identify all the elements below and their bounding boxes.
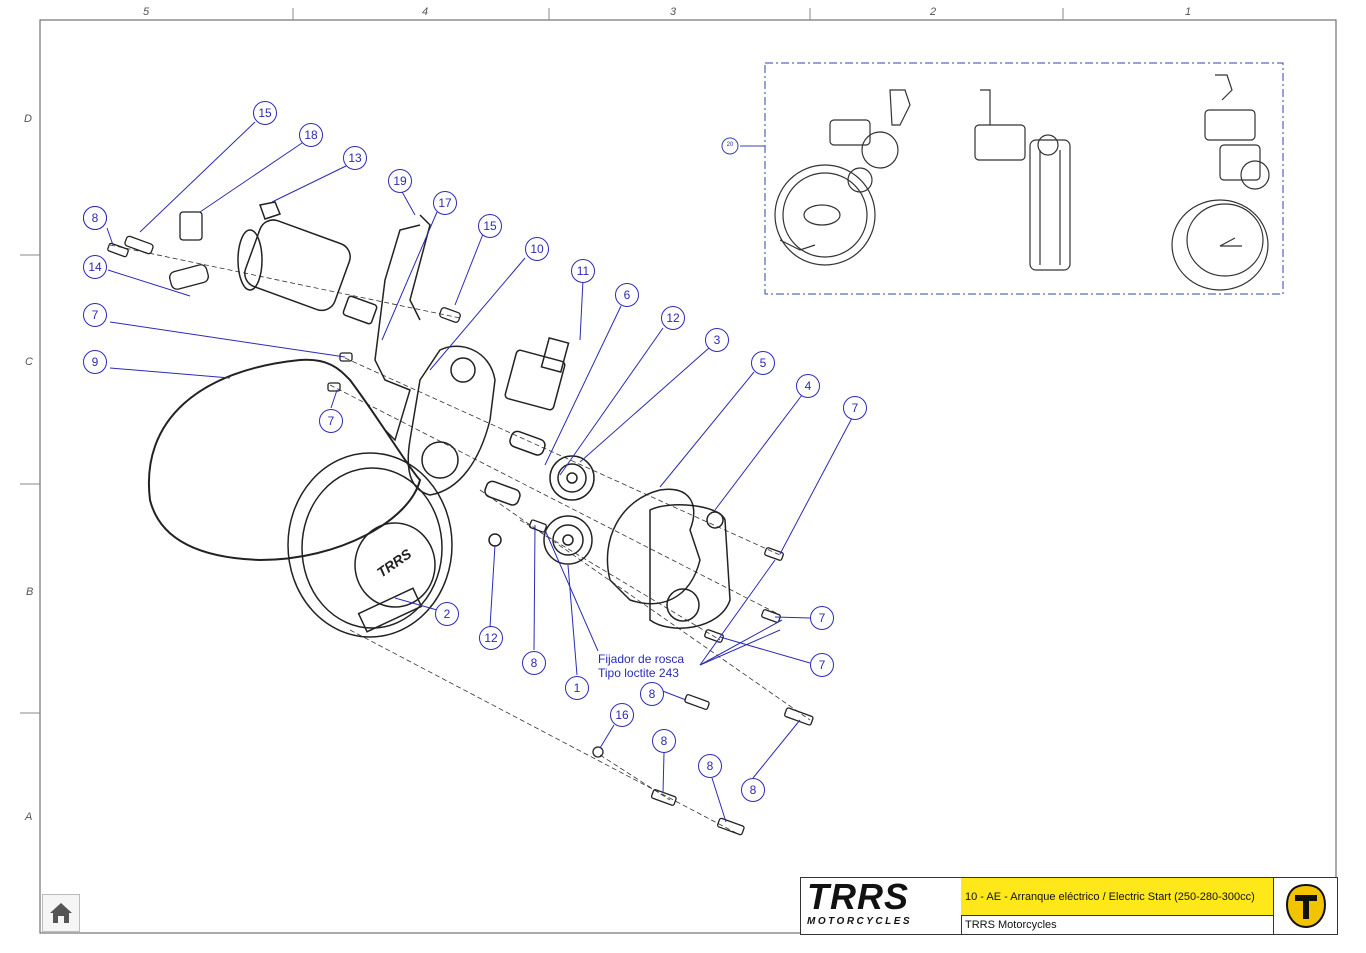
home-icon: [50, 903, 72, 923]
part-bracket: [374, 224, 421, 442]
part-starter-motor: [237, 201, 378, 325]
drawing-border: [39, 19, 1337, 934]
logo-subtitle: MOTORCYCLES: [807, 916, 913, 927]
callout-bubble: 17: [433, 191, 457, 215]
callout-bubble: 18: [299, 123, 323, 147]
callout-bubble: 2: [435, 602, 459, 626]
callout-bubble: 8: [640, 682, 664, 706]
column-label-5: 5: [143, 6, 150, 18]
callout-bubble: 8: [652, 729, 676, 753]
callout-bubble: 8: [741, 778, 765, 802]
callout-bubble: 12: [661, 306, 685, 330]
drawing-title: 10 - AE - Arranque eléctrico / Electric …: [961, 878, 1273, 916]
callout-bubble: 7: [810, 606, 834, 630]
part-bolts: [107, 235, 814, 836]
callout-bubble: 7: [319, 409, 343, 433]
note-line-1: Fijador de rosca: [598, 652, 685, 666]
part-outer-cover: [649, 504, 731, 629]
title-block: TRRS MOTORCYCLES 10 - AE - Arranque eléc…: [800, 876, 1338, 935]
callout-bubble: 7: [810, 653, 834, 677]
callout-bubble: 7: [83, 303, 107, 327]
callout-bubble: 6: [615, 283, 639, 307]
zone-ticks: [20, 8, 1064, 714]
part-gears: [543, 455, 595, 565]
detail-assembly-iso: [1171, 74, 1270, 291]
callout-leaders: [106, 121, 853, 823]
thread-locker-note: Fijador de rosca Tipo loctite 243: [598, 652, 684, 680]
detail-callout-label: 20: [726, 142, 734, 148]
part-small-brackets: [169, 211, 209, 290]
logo-wordmark: TRRS: [807, 876, 909, 917]
assembly-lines: [109, 244, 811, 836]
part-inner-housing: [407, 345, 496, 496]
callout-bubble: 15: [478, 214, 502, 238]
part-relay: [504, 337, 570, 411]
column-label-2: 2: [930, 6, 937, 18]
part-gasket: [147, 358, 422, 562]
detail-callout-20: [721, 137, 739, 155]
row-label-C: C: [25, 356, 33, 368]
trrs-badge-icon: [1285, 883, 1327, 929]
callout-bubble: 16: [610, 703, 634, 727]
part-cover: [287, 452, 453, 638]
trrs-badge: [1273, 878, 1338, 934]
callout-bubble: 5: [751, 351, 775, 375]
callout-bubble: 14: [83, 255, 107, 279]
callout-bubble: 10: [525, 237, 549, 261]
callout-bubble: 3: [705, 328, 729, 352]
detail-assembly-side: [974, 89, 1071, 271]
column-label-3: 3: [670, 6, 677, 18]
trrs-logo: TRRS MOTORCYCLES: [801, 876, 962, 934]
callout-bubble: 8: [83, 206, 107, 230]
callout-bubble: 11: [571, 259, 595, 283]
callout-bubble: 13: [343, 146, 367, 170]
callout-bubble: 1: [565, 676, 589, 700]
company-name: TRRS Motorcycles: [965, 919, 1057, 931]
callout-bubble: 4: [796, 374, 820, 398]
part-bushings: [484, 430, 546, 547]
column-label-1: 1: [1185, 6, 1192, 18]
callout-bubble: 8: [522, 651, 546, 675]
part-cover-gasket: [606, 488, 701, 605]
callout-bubble: 19: [388, 169, 412, 193]
callout-bubble: 8: [698, 754, 722, 778]
detail-view-box: [764, 62, 1284, 295]
detail-assembly-front: [774, 89, 911, 266]
note-line-2: Tipo loctite 243: [598, 666, 679, 680]
callout-bubble: 7: [843, 396, 867, 420]
home-button[interactable]: [42, 894, 80, 932]
row-label-B: B: [26, 586, 34, 598]
row-label-A: A: [25, 811, 33, 823]
column-label-4: 4: [422, 6, 429, 18]
callout-bubble: 15: [253, 101, 277, 125]
row-label-D: D: [24, 113, 32, 125]
callout-bubble: 9: [83, 350, 107, 374]
callout-bubble: 12: [479, 626, 503, 650]
